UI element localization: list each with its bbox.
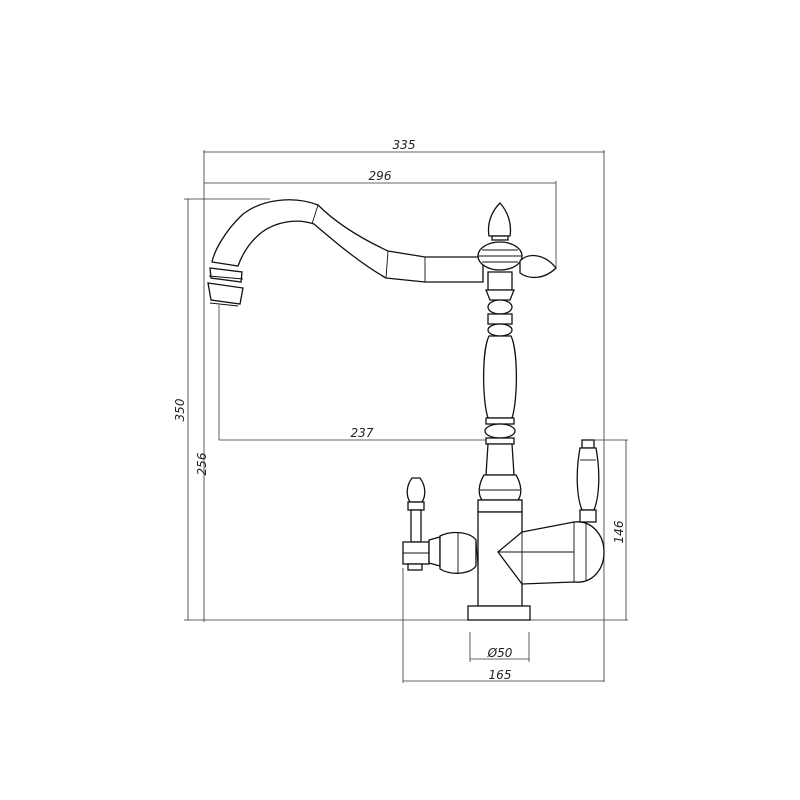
dim-total-height: 350 [173, 398, 187, 421]
dim-total-width: 335 [393, 138, 416, 152]
spout [211, 199, 484, 283]
dimension-lines [184, 150, 628, 683]
dim-handle-span: 165 [489, 668, 512, 682]
spout-outlet [209, 267, 243, 283]
dimension-labels: 335 296 350 256 237 146 Ø50 165 [173, 138, 626, 682]
left-handle [402, 477, 479, 574]
dim-spout-height: 256 [195, 452, 209, 475]
mixer-lever [519, 254, 557, 279]
right-handle [497, 439, 605, 585]
dim-spout-clearance: 237 [351, 426, 374, 440]
top-finial [487, 202, 512, 237]
faucet-outline [207, 199, 605, 621]
column [467, 271, 531, 621]
dim-base-diameter: Ø50 [487, 646, 513, 660]
dim-lever-height: 146 [612, 520, 626, 543]
dim-spout-reach: 296 [369, 169, 392, 183]
